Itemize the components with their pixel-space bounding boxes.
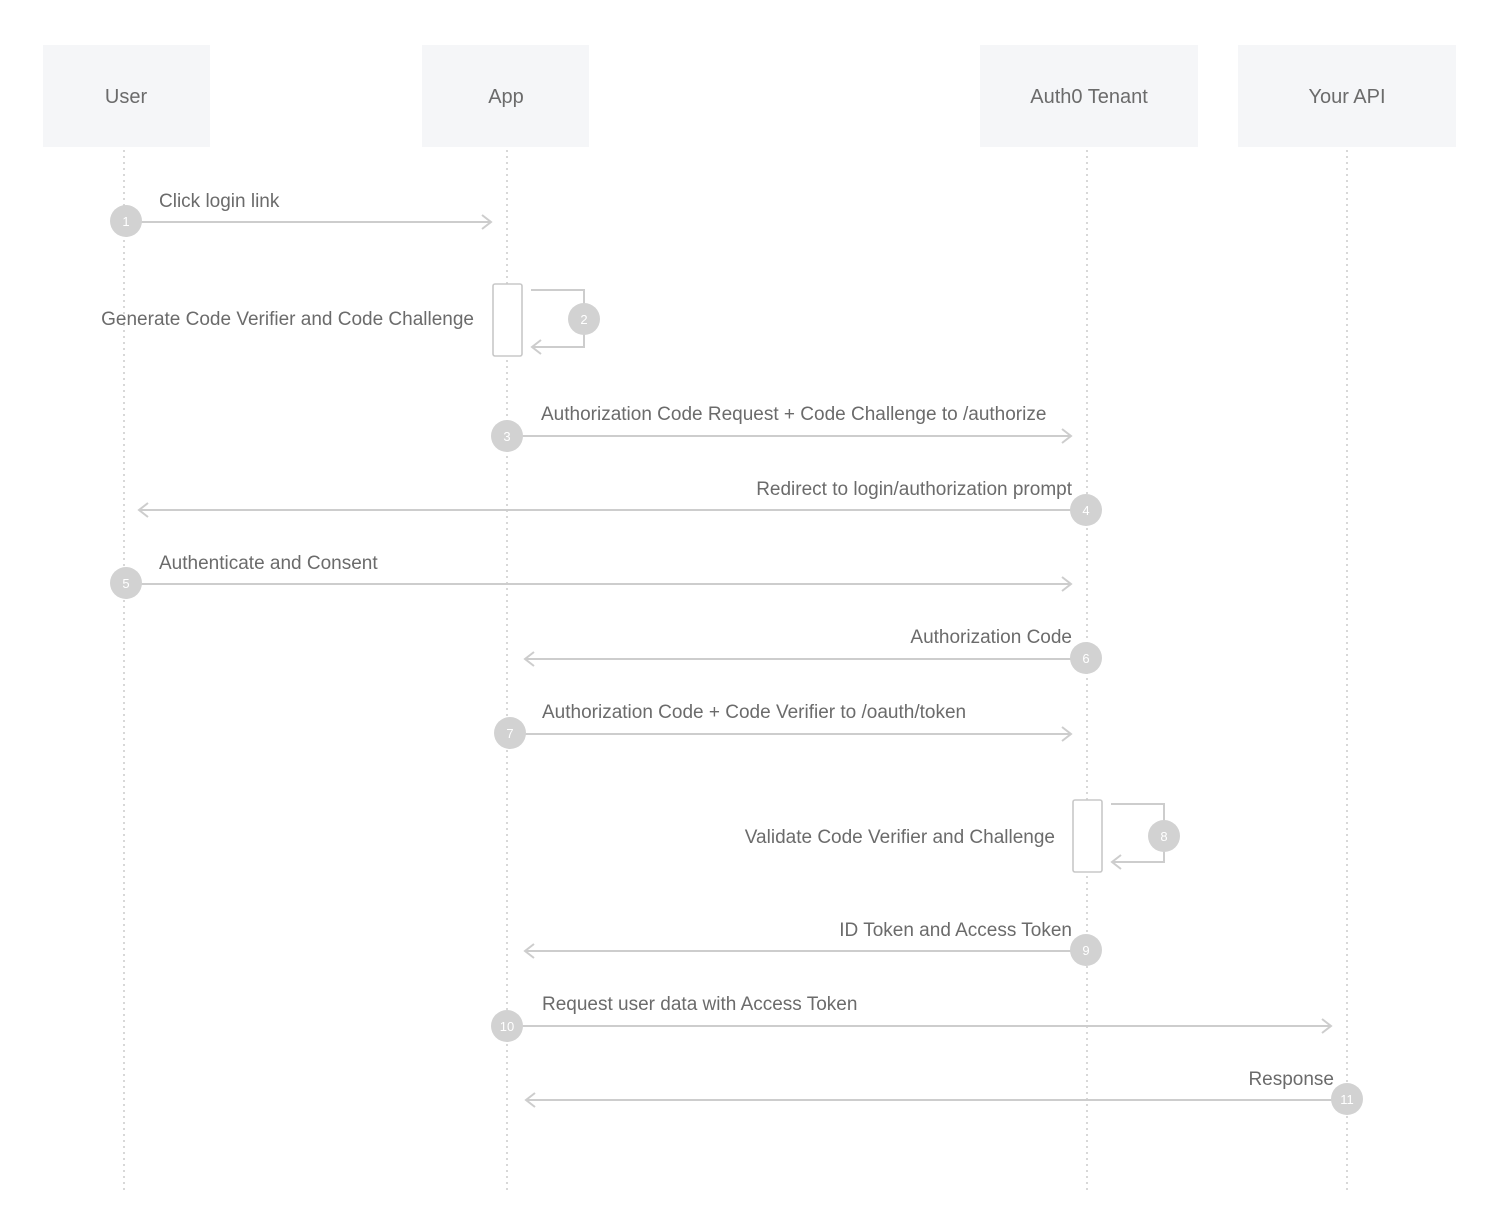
step-number: 3 (503, 429, 510, 444)
step-badge (491, 420, 523, 452)
message-3: Authorization Code Request + Code Challe… (491, 404, 1073, 452)
step-number: 10 (500, 1019, 514, 1034)
step-badge (1148, 820, 1180, 852)
message-9: ID Token and Access Token 9 (523, 920, 1102, 966)
activation-box (1072, 799, 1103, 873)
actor-label: App (488, 86, 524, 108)
actor-app: App (422, 45, 589, 147)
step-number: 1 (122, 214, 129, 229)
message-label: Redirect to login/authorization prompt (756, 479, 1073, 500)
message-8: Validate Code Verifier and Challenge 8 (745, 799, 1180, 873)
message-label: Authorization Code Request + Code Challe… (541, 404, 1046, 425)
message-11: Response 11 (524, 1069, 1363, 1115)
step-badge (494, 717, 526, 749)
arrowhead-right (1321, 1018, 1333, 1034)
step-badge (1331, 1083, 1363, 1115)
arrowhead-left (523, 943, 535, 959)
message-label: Response (1248, 1069, 1334, 1090)
activation-box (492, 283, 523, 357)
arrowhead-right (1061, 576, 1073, 592)
message-10: Request user data with Access Token 10 (491, 994, 1333, 1042)
actor-box (422, 45, 589, 147)
actor-box (43, 45, 210, 147)
arrowhead-right (481, 214, 493, 230)
step-number: 11 (1340, 1092, 1354, 1107)
step-number: 2 (580, 312, 587, 327)
arrowhead-left (523, 651, 535, 667)
arrowhead-left (137, 502, 149, 518)
arrowhead-left (530, 339, 542, 355)
step-badge (1070, 642, 1102, 674)
arrowhead-right (1061, 428, 1073, 444)
step-badge (1070, 494, 1102, 526)
step-number: 9 (1082, 943, 1089, 958)
message-label: Validate Code Verifier and Challenge (745, 827, 1055, 848)
step-number: 8 (1160, 829, 1167, 844)
actor-box (980, 45, 1198, 147)
message-1: Click login link 1 (110, 191, 493, 237)
step-badge (491, 1010, 523, 1042)
actor-label: Your API (1308, 86, 1385, 108)
message-label: Click login link (159, 191, 280, 212)
step-badge (1070, 934, 1102, 966)
message-label: ID Token and Access Token (839, 920, 1072, 941)
step-number: 5 (122, 576, 129, 591)
actor-auth0-tenant: Auth0 Tenant (980, 45, 1198, 147)
actor-your-api: Your API (1238, 45, 1456, 147)
step-badge (110, 567, 142, 599)
actor-label: User (105, 86, 148, 108)
step-number: 6 (1082, 651, 1089, 666)
message-label: Authorization Code (910, 627, 1072, 648)
message-2: Generate Code Verifier and Code Challeng… (101, 283, 600, 357)
arrowhead-left (524, 1092, 536, 1108)
step-badge (568, 303, 600, 335)
message-7: Authorization Code + Code Verifier to /o… (494, 702, 1073, 749)
step-badge (110, 205, 142, 237)
actor-box (1238, 45, 1456, 147)
step-number: 4 (1082, 503, 1089, 518)
message-label: Authenticate and Consent (159, 553, 378, 574)
actor-user: User (43, 45, 210, 147)
message-6: Authorization Code 6 (523, 627, 1102, 674)
arrowhead-right (1061, 726, 1073, 742)
message-label: Request user data with Access Token (542, 994, 857, 1015)
message-label: Authorization Code + Code Verifier to /o… (542, 702, 966, 723)
actor-label: Auth0 Tenant (1030, 86, 1148, 108)
message-5: Authenticate and Consent 5 (110, 553, 1073, 599)
step-number: 7 (506, 726, 513, 741)
message-4: Redirect to login/authorization prompt 4 (137, 479, 1102, 526)
arrowhead-left (1110, 854, 1122, 870)
message-label: Generate Code Verifier and Code Challeng… (101, 309, 474, 330)
